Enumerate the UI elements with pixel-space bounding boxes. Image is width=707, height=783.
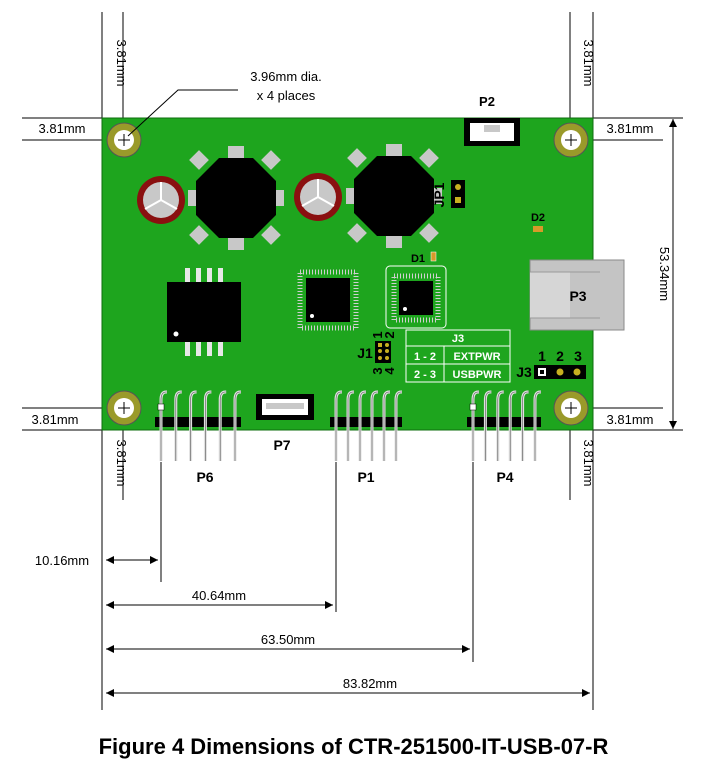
p2-connector [464,118,520,146]
j3-pin-1: 1 [538,348,546,364]
dim-bl-horizontal: 3.81mm [32,412,79,427]
j3-pin-2: 2 [556,348,564,364]
d2-led [533,226,543,232]
header-body [155,417,241,427]
dim-br-vertical: 3.81mm [581,440,596,487]
dim-p4-offset: 63.50mm [261,632,315,647]
header-pin [233,390,241,461]
j3-row2-pins: 2 - 3 [414,369,436,381]
header-body [330,417,402,427]
dimension-arrows [106,119,677,697]
header-pin [533,390,541,461]
dim-p1-offset: 40.64mm [192,588,246,603]
header-pin [218,390,227,461]
p7-connector [256,394,314,420]
dim-height: 53.34mm [657,247,672,301]
mounting-hole-tr [553,122,589,158]
inductor-1 [188,146,284,250]
j1-jumper [375,341,391,363]
p6-label: P6 [196,469,213,485]
figure-caption: Figure 4 Dimensions of CTR-251500-IT-USB… [98,734,609,759]
dim-br-horizontal: 3.81mm [607,412,654,427]
p1-header [330,390,402,461]
header-pin [521,390,529,461]
mounting-hole-bl [106,390,142,426]
dim-p6-offset: 10.16mm [35,553,89,568]
p1-label: P1 [357,469,374,485]
j3-row2-mode: USBPWR [453,369,502,381]
capacitor-2 [294,173,342,221]
header-pin [358,390,366,461]
header-pin [508,390,517,461]
header-pin [496,390,504,461]
dim-tl-horizontal: 3.81mm [39,121,86,136]
hole-note-line1: 3.96mm dia. [250,69,322,84]
d1-led [430,251,437,262]
j1-pin-2: 2 [382,331,397,338]
qfp-chip-small [385,265,447,329]
p6-header [155,390,241,461]
hole-note-line2: x 4 places [257,88,316,103]
p3-label: P3 [569,288,586,304]
header-pin [174,390,182,461]
j1-pin-4: 4 [382,367,397,375]
p4-header [467,390,541,461]
p3-usb-connector [529,259,625,331]
header-body [467,417,541,427]
qfp-chip-large [297,269,359,331]
j3-row1-mode: EXTPWR [453,351,500,363]
p4-label: P4 [496,469,513,485]
p7-label: P7 [273,437,290,453]
header-pin [346,390,354,461]
dim-tr-vertical: 3.81mm [581,40,596,87]
mounting-hole-br [553,390,589,426]
j3-header [534,365,586,379]
d1-label: D1 [411,253,425,265]
j3-table-title: J3 [452,333,464,345]
dim-width: 83.82mm [343,676,397,691]
header-pin [189,390,197,461]
header-pin [334,390,342,461]
dim-bl-vertical: 3.81mm [114,440,129,487]
j3-row1-pins: 1 - 2 [414,351,436,363]
header-pin [203,390,212,461]
inductor-2 [346,144,442,248]
j1-label: J1 [357,345,373,361]
j1-pin-3: 3 [370,367,385,374]
header-pin [394,390,402,461]
header-pin [483,390,492,461]
soic-chip [167,268,241,356]
d2-label: D2 [531,212,545,224]
j3-setting-table: J3 1 - 2 EXTPWR 2 - 3 USBPWR [405,329,511,383]
jp1-jumper [451,180,465,208]
hole-note-leader [127,89,238,137]
j3-label: J3 [516,364,532,380]
header-pin [157,390,167,461]
pcb-board [101,117,594,431]
header-pin [469,390,479,461]
dim-tl-vertical: 3.81mm [114,40,129,87]
capacitor-1 [137,176,185,224]
jp1-label: JP1 [431,182,447,207]
header-pin [382,390,390,461]
j1-pin-1: 1 [370,331,385,338]
p2-label: P2 [479,94,495,109]
dim-tr-horizontal: 3.81mm [607,121,654,136]
j3-pin-3: 3 [574,348,582,364]
header-pin [370,390,378,461]
